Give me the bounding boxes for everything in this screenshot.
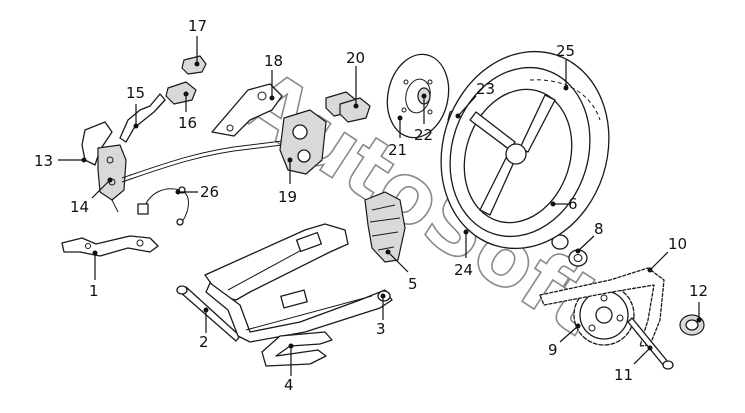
callout-14: 14 [70, 177, 113, 216]
callout-label-26: 26 [200, 183, 219, 201]
callout-label-5: 5 [408, 275, 418, 293]
callout-17: 17 [188, 17, 207, 67]
callout-label-6: 6 [568, 195, 578, 213]
callout-label-17: 17 [188, 17, 207, 35]
callout-label-15: 15 [126, 84, 145, 102]
callout-20: 20 [346, 49, 365, 109]
part-24-wheel-rim [463, 88, 573, 224]
brake-line [121, 139, 291, 183]
part-4-chain-guide [261, 331, 333, 367]
callout-9: 9 [548, 323, 581, 359]
callout-label-23: 23 [476, 80, 495, 98]
part-18-caliper-mount [211, 83, 283, 137]
callout-label-13: 13 [34, 152, 53, 170]
callout-label-11: 11 [614, 366, 633, 384]
callout-label-20: 20 [346, 49, 365, 67]
callout-label-2: 2 [199, 333, 209, 351]
callout-label-1: 1 [89, 282, 99, 300]
part-11-bolt [627, 317, 674, 370]
callout-2: 2 [199, 307, 209, 351]
part-17-pad-pin [181, 55, 207, 75]
callout-4: 4 [284, 343, 294, 394]
callout-label-14: 14 [70, 198, 89, 216]
callout-15: 15 [126, 84, 145, 129]
part-3-swingarm [204, 223, 393, 343]
callout-label-10: 10 [668, 235, 687, 253]
part-9-rear-sprocket [573, 284, 635, 346]
part-8-bush [568, 249, 588, 267]
callout-12: 12 [689, 282, 708, 323]
callout-25: 25 [556, 42, 575, 91]
part-20-brake-pads [325, 91, 371, 123]
callout-10: 10 [647, 235, 687, 273]
callout-16: 16 [178, 91, 197, 132]
callout-22: 22 [414, 93, 433, 144]
callout-label-25: 25 [556, 42, 575, 60]
callout-label-4: 4 [284, 376, 294, 394]
callout-label-24: 24 [454, 261, 473, 279]
part-10-chain [539, 267, 665, 347]
callout-1: 1 [89, 250, 99, 300]
callout-label-9: 9 [548, 341, 558, 359]
callout-label-3: 3 [376, 320, 386, 338]
callout-5: 5 [385, 249, 418, 293]
part-26-sensor-cable [137, 186, 189, 226]
part-5-caliper-bracket [364, 191, 406, 263]
callout-label-8: 8 [594, 220, 604, 238]
callout-label-21: 21 [388, 141, 407, 159]
callout-23: 23 [455, 80, 495, 119]
callout-21: 21 [388, 115, 407, 159]
callout-18: 18 [264, 52, 283, 101]
part-13-14-master-cylinder [81, 121, 127, 213]
callout-label-19: 19 [278, 188, 297, 206]
callout-label-18: 18 [264, 52, 283, 70]
part-16-clip [165, 81, 197, 105]
callout-label-22: 22 [414, 126, 433, 144]
callout-6: 6 [550, 195, 578, 213]
callout-8: 8 [575, 220, 604, 254]
callout-3: 3 [376, 293, 386, 338]
callout-label-12: 12 [689, 282, 708, 300]
callout-11: 11 [614, 345, 653, 384]
callout-19: 19 [278, 157, 297, 206]
callout-24: 24 [454, 229, 473, 279]
callout-26: 26 [175, 183, 219, 201]
part-1-pedal-bracket [61, 235, 159, 257]
callout-13: 13 [34, 152, 87, 170]
part-spacer [551, 234, 569, 250]
callout-label-16: 16 [178, 114, 197, 132]
